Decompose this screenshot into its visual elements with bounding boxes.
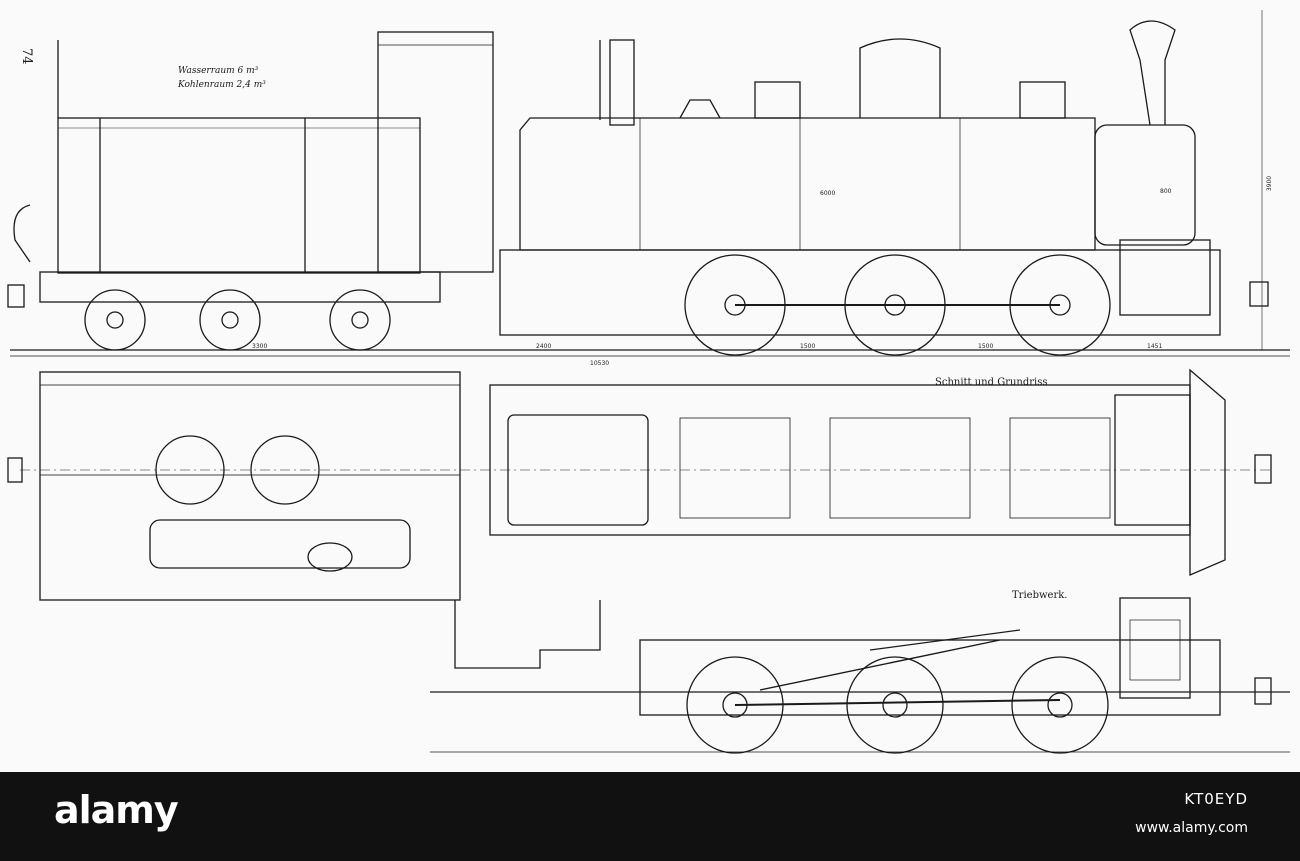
tender-tank (57, 117, 421, 274)
valve-gear-wheel-2 (846, 656, 944, 754)
coal-bunker-plan (149, 519, 411, 569)
section-label: Schnitt und Grundriss (935, 377, 1048, 388)
tender-wheel-2 (199, 289, 261, 351)
steam-dome (859, 38, 941, 118)
buffer-rear (7, 284, 25, 308)
valve-chest (1119, 597, 1191, 699)
tender-frame (39, 271, 441, 303)
alamy-logo: alamy (54, 788, 179, 832)
sand-dome-2 (1019, 81, 1066, 119)
sand-dome-1 (754, 81, 801, 119)
tender-handrail (13, 204, 31, 263)
dim-boiler-2: 800 (1160, 188, 1172, 195)
dim-wheelbase-2: 1500 (800, 343, 816, 350)
cab (377, 31, 494, 273)
dim-overall-length: 10530 (590, 360, 610, 367)
dim-height: 3900 (1266, 175, 1274, 192)
locomotive-drawing: 74 Wasserraum 6 m³ Kohlenraum 2,4 m³ Sch… (7, 10, 1290, 754)
valve-gear-frame (639, 639, 1221, 716)
buffer-beam-plan (1189, 368, 1226, 576)
tender-plan (39, 371, 461, 601)
sand-pipe (609, 39, 635, 126)
loco-frame-plan (489, 384, 1191, 536)
dim-end-overhang: 1451 (1147, 343, 1163, 350)
dim-boiler-1: 6000 (820, 190, 836, 197)
cylinder (1119, 239, 1211, 316)
boiler (519, 117, 1096, 251)
dim-wheelbase-1: 2400 (536, 343, 552, 350)
valve-gear-rod (734, 699, 1061, 706)
main-frame (499, 249, 1221, 336)
tender-wheel-3 (329, 289, 391, 351)
smokebox (1094, 124, 1196, 246)
dim-wheelbase-3: 1500 (978, 343, 994, 350)
chimney (1129, 20, 1176, 126)
safety-valve (679, 99, 721, 119)
site-url: www.alamy.com (1135, 820, 1248, 836)
tender-tank-circle-2 (250, 435, 320, 505)
coal-capacity-label: Kohlenraum 2,4 m³ (178, 80, 266, 90)
watermark-footer: alamy KT0EYD www.alamy.com (0, 772, 1300, 861)
image-id: KT0EYD (1184, 790, 1248, 808)
valve-gear-wheel-3 (1011, 656, 1109, 754)
valve-gear-label: Triebwerk. (1012, 590, 1068, 601)
dim-tender-wheelbase: 3300 (252, 343, 268, 350)
drawing-lines (7, 10, 1290, 754)
page-number: 74 (19, 48, 34, 65)
water-capacity-label: Wasserraum 6 m³ (178, 66, 259, 76)
cab-floor-section (454, 600, 601, 669)
tender-wheel-1 (84, 289, 146, 351)
cylinder-plan (1114, 394, 1191, 526)
buffer-front (1249, 281, 1269, 307)
